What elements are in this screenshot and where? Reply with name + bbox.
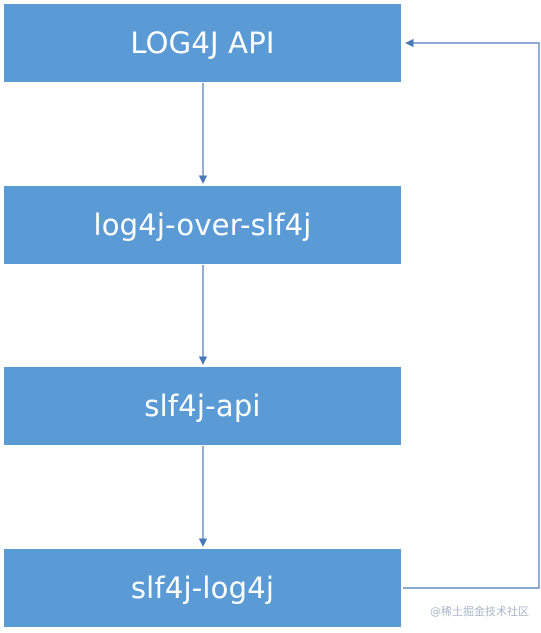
node-label: slf4j-log4j (130, 571, 275, 605)
watermark-text: @稀土掘金技术社区 (430, 605, 529, 618)
node-label: log4j-over-slf4j (93, 208, 312, 242)
node-slf4j-log4j: slf4j-log4j (4, 549, 401, 627)
node-log4j-over-slf4j: log4j-over-slf4j (4, 186, 401, 264)
edge-slf4j-log4j-to-log4j-api (403, 38, 540, 589)
node-slf4j-api: slf4j-api (4, 367, 401, 445)
node-log4j-api: LOG4J API (4, 4, 401, 82)
node-label: LOG4J API (130, 26, 275, 60)
node-label: slf4j-api (144, 389, 261, 423)
